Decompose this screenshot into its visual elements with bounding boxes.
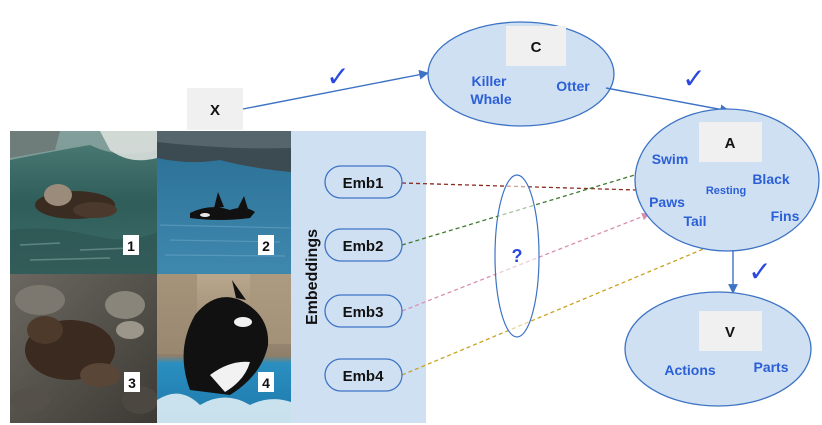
v-label: V: [725, 324, 735, 341]
image-grid: [10, 131, 291, 423]
image-number-labels: 1 2 3 4: [123, 235, 274, 392]
check-c-to-a: ✓: [682, 63, 705, 94]
unknown-mapping-oval: [494, 174, 540, 338]
image-killer-whale-jumping: [157, 274, 291, 423]
c-item-otter: Otter: [556, 78, 590, 94]
concept-ellipse-c: [427, 21, 615, 127]
v-box: [699, 311, 762, 351]
x-box: [187, 88, 243, 130]
arrow-c-to-a: [605, 87, 730, 115]
v-item-actions: Actions: [664, 362, 716, 378]
link-emb3-paws: [401, 212, 650, 312]
a-item-swim: Swim: [652, 151, 689, 167]
embedding-label-1: Emb1: [343, 175, 384, 192]
embedding-pill-4[interactable]: [324, 358, 403, 392]
v-item-parts: Parts: [753, 359, 788, 375]
image-number-box-2: [258, 235, 274, 255]
a-item-resting: Resting: [706, 185, 746, 197]
a-label: A: [725, 135, 736, 152]
embedding-label-2: Emb2: [343, 238, 384, 255]
concept-ellipse-a: [634, 108, 820, 252]
x-label: X: [210, 102, 220, 119]
embedding-label-3: Emb3: [343, 304, 384, 321]
unknown-mapping-label: ?: [512, 246, 523, 266]
arrow-x-to-c: [242, 69, 429, 110]
a-item-fins: Fins: [771, 208, 800, 224]
a-item-tail: Tail: [683, 213, 706, 229]
c-label: C: [531, 39, 542, 56]
embedding-pill-3[interactable]: [324, 294, 403, 328]
image-number-box-1: [123, 235, 139, 255]
image-otter-resting: [10, 274, 158, 423]
embeddings-title: Embeddings: [304, 229, 321, 325]
c-box: [506, 26, 566, 66]
image-number-4: 4: [262, 375, 270, 391]
embedding-pill-2[interactable]: [324, 228, 403, 262]
embedding-label-4: Emb4: [343, 368, 385, 385]
a-item-black: Black: [752, 171, 790, 187]
image-number-2: 2: [262, 238, 270, 254]
embedding-pill-1[interactable]: [324, 165, 403, 199]
image-number-box-3: [124, 372, 140, 392]
check-x-to-c: ✓: [326, 61, 349, 92]
link-emb1-resting: [401, 182, 704, 196]
a-box: [699, 122, 762, 162]
image-number-3: 3: [128, 375, 136, 391]
image-otter-swimming: [10, 131, 157, 274]
image-number-box-4: [258, 372, 274, 392]
c-item-killer-whale-line2: Whale: [470, 91, 511, 107]
c-item-killer-whale-line1: Killer: [471, 73, 507, 89]
a-item-paws: Paws: [649, 194, 685, 210]
check-a-to-v: ✓: [748, 256, 771, 287]
embedding-list: Emb1 Emb2 Emb3 Emb4: [324, 165, 403, 392]
image-number-1: 1: [127, 238, 135, 254]
